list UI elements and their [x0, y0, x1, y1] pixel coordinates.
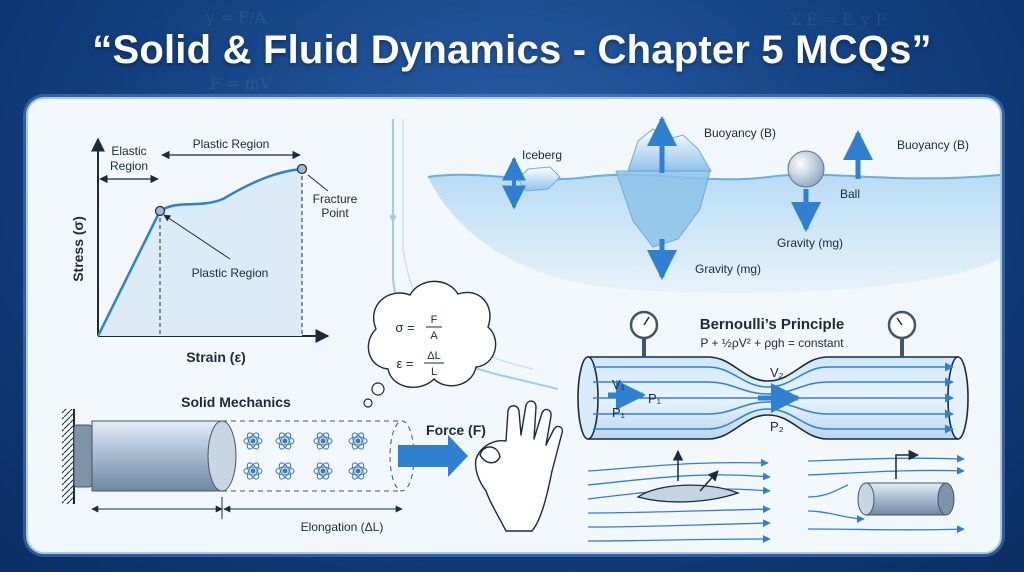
buoyancy-label-iceberg: Buoyancy (B) — [704, 126, 776, 140]
gravity-label-iceberg: Gravity (mg) — [695, 262, 761, 276]
stress-formula-denominator: A — [430, 330, 438, 342]
background-formula: Σ E = E_y F — [790, 10, 887, 29]
flow-deflection-arrow — [699, 470, 719, 492]
iceberg-label: Iceberg — [522, 148, 562, 162]
plastic-region-label: Plastic Region — [193, 137, 270, 151]
force-arrow — [398, 435, 468, 477]
p2-label: P₂ — [770, 419, 784, 434]
gravity-label-ball: Gravity (mg) — [777, 236, 843, 250]
elongation-label: Elongation (ΔL) — [301, 520, 384, 534]
atom-lattice — [243, 432, 368, 480]
plastic-region-pointer — [163, 214, 231, 260]
buoyancy-label-ball: Buoyancy (B) — [897, 138, 969, 152]
thought-cloud — [367, 280, 497, 388]
curve-fill — [98, 169, 302, 336]
fracture-point-label: Point — [321, 206, 349, 220]
illustration-panel: Elastic Region Plastic Region Plastic Re… — [26, 97, 1002, 554]
background-formula: F = mV — [210, 74, 272, 93]
airfoil-flow — [587, 449, 771, 543]
water-body — [428, 174, 1000, 294]
connector-dot — [390, 214, 396, 220]
gauge-needle — [643, 316, 650, 326]
elongation-outline — [222, 420, 402, 492]
thought-bubble — [363, 398, 373, 408]
stress-strain-curve — [96, 167, 303, 337]
solid-mechanics-scene: Solid Mechanics Elongation (ΔL) Force (F… — [62, 394, 564, 534]
ball-label: Ball — [840, 187, 860, 201]
bernoulli-scene: Bernoulli’s Principle P + ½ρV² + ρgh = c… — [577, 310, 969, 440]
cylinder-obstacle — [865, 482, 947, 516]
stress-formula-lhs: σ = — [395, 320, 414, 335]
gauge-needle — [896, 317, 903, 326]
iceberg-top — [627, 128, 712, 172]
fracture-point-label: Fracture — [313, 192, 358, 206]
stress-formula-numerator: F — [431, 314, 438, 326]
drag-lift-arrow — [895, 449, 920, 479]
streamlines — [593, 362, 954, 434]
force-label: Force (F) — [426, 422, 486, 438]
v1-label: V₁ — [612, 377, 626, 392]
solid-mechanics-label: Solid Mechanics — [181, 394, 291, 410]
strain-formula-numerator: ΔL — [427, 350, 440, 362]
buoyancy-scene: Iceberg Buoyancy (B) Gravity (mg) Buoyan… — [427, 116, 1000, 294]
formula-cloud: σ = F A ε = ΔL L — [363, 280, 497, 408]
clamp — [73, 424, 93, 488]
strain-formula-denominator: L — [431, 366, 437, 378]
yield-point — [154, 205, 166, 217]
cylinder-flow — [807, 449, 965, 534]
fracture-pointer — [307, 174, 329, 192]
solid-bar — [91, 420, 223, 492]
fracture-point-marker — [296, 163, 308, 175]
bernoulli-equation: P + ½ρV² + ρgh = constant — [700, 336, 844, 350]
cylinder-face — [857, 482, 875, 516]
background-formula: γ = F/A — [205, 8, 267, 27]
v2-label: V₂ — [770, 365, 784, 380]
p1-label-outer: P₁ — [612, 405, 626, 420]
page-title: “Solid & Fluid Dynamics - Chapter 5 MCQs… — [92, 28, 932, 72]
airfoil — [636, 484, 740, 503]
bernoulli-title: Bernoulli’s Principle — [700, 316, 844, 333]
wall-hatch — [62, 409, 74, 504]
p1-label-inner: P₁ — [648, 391, 662, 406]
physics-diagram: Elastic Region Plastic Region Plastic Re… — [62, 116, 1000, 543]
plastic-region-point-label: Plastic Region — [192, 266, 269, 280]
stress-strain-graph: Elastic Region Plastic Region Plastic Re… — [70, 137, 358, 365]
strain-formula-lhs: ε = — [397, 356, 414, 371]
small-iceberg — [517, 166, 561, 192]
ball — [787, 150, 825, 188]
solid-bar-end — [207, 420, 237, 492]
strain-axis-label: Strain (ε) — [186, 349, 246, 365]
elastic-region-label: Elastic — [111, 144, 146, 158]
elastic-region-label: Region — [110, 159, 148, 173]
stress-axis-label: Stress (σ) — [70, 216, 86, 282]
hand-icon — [474, 400, 564, 532]
thought-bubble — [371, 382, 385, 396]
iceberg-submerged — [615, 170, 711, 248]
cylinder-back — [937, 482, 955, 516]
